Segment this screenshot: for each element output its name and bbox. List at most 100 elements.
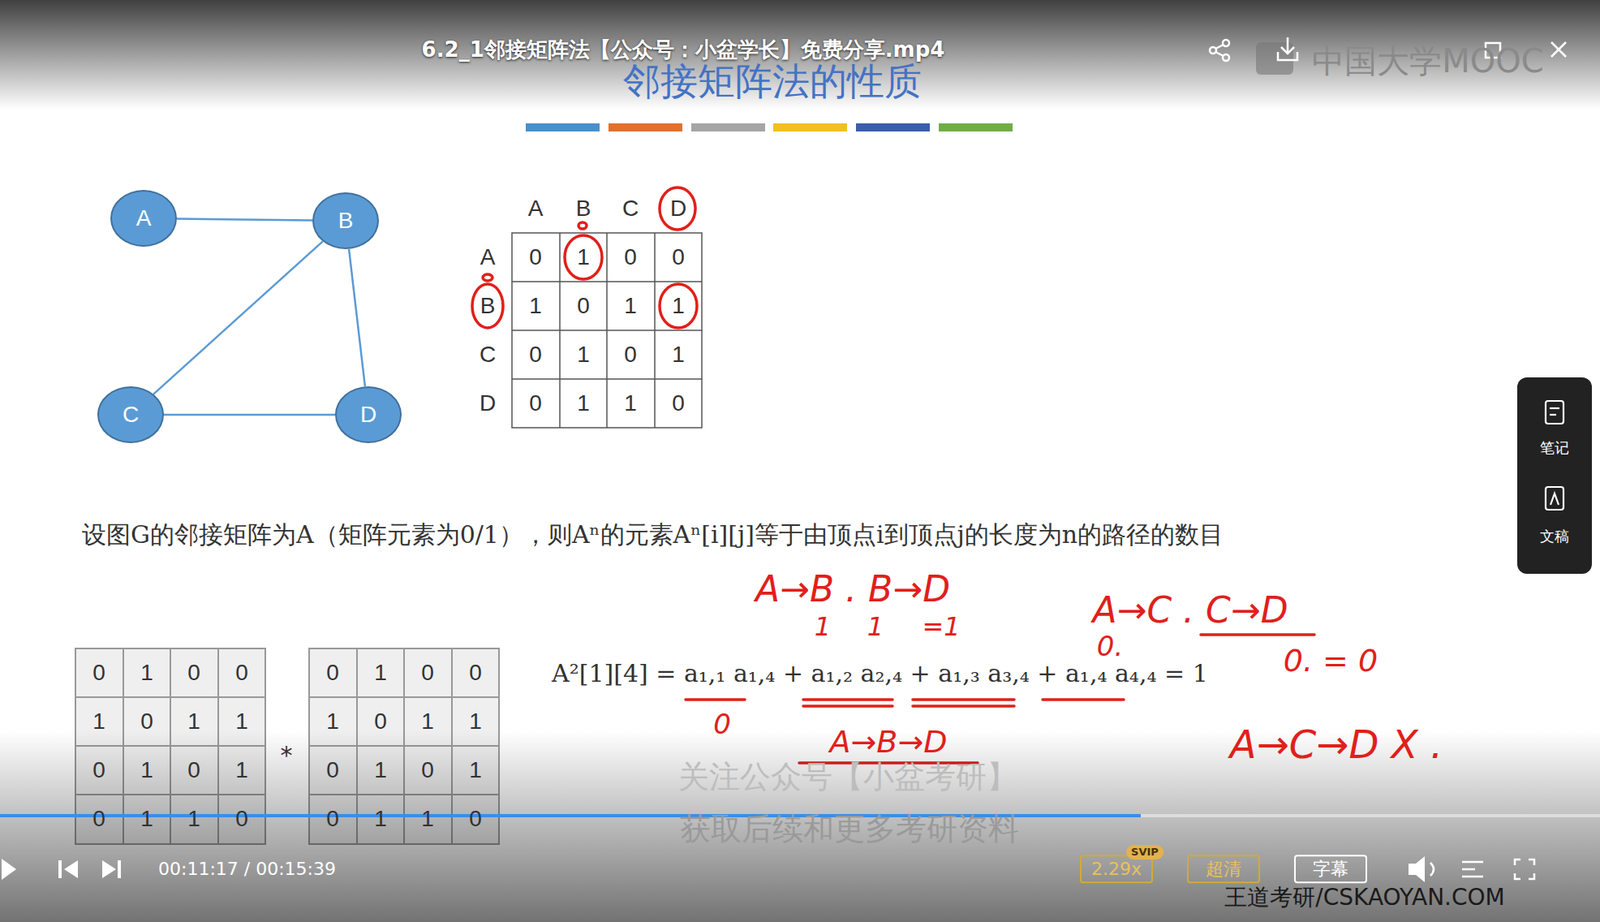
node-text: A	[136, 205, 152, 232]
share-icon	[1215, 44, 1224, 49]
matrix-cell: 1	[623, 390, 637, 417]
annotation-underline	[1200, 632, 1315, 637]
player-controls	[1430, 859, 1535, 879]
matrix-cell: 0	[92, 659, 106, 686]
grid-line	[511, 329, 702, 332]
annotation-mark	[578, 222, 587, 229]
matrix-cell: 1	[671, 292, 685, 319]
graph-vertex: A	[110, 189, 177, 247]
subtitle-button: 字幕	[1294, 854, 1368, 883]
matrix-cell: 1	[187, 708, 201, 735]
matrix-cell: 0	[671, 244, 685, 271]
download-icon	[1286, 37, 1290, 54]
node-text: 字幕	[1312, 858, 1349, 879]
matrix-cell: 0	[576, 292, 590, 319]
annotation-underline	[803, 704, 893, 708]
matrix-cell: 0	[235, 659, 249, 686]
progress-rest	[1140, 813, 1600, 818]
column-header: B	[576, 195, 592, 222]
title-bar	[773, 123, 848, 132]
handwritten-note: A→B→D	[829, 724, 947, 761]
fullscreen-icon	[1528, 859, 1535, 865]
annotation-underline	[912, 697, 1015, 702]
annotation-mark	[482, 274, 493, 281]
matrix-cell: 0	[671, 390, 685, 417]
matrix-cell: 0	[326, 659, 340, 686]
row-header: B	[480, 292, 496, 319]
graph-vertex: C	[97, 386, 164, 444]
node-text: 超清	[1205, 858, 1242, 879]
column-header: D	[670, 195, 687, 222]
fullscreen-icon	[1528, 873, 1535, 879]
column-header: C	[622, 195, 639, 222]
row-header: D	[479, 390, 496, 417]
annotation-circle	[659, 187, 696, 230]
share-icon	[1215, 51, 1224, 56]
matrix-cell: 0	[92, 805, 106, 832]
matrix-cell: 0	[529, 341, 542, 368]
matrix-cell: 0	[529, 390, 542, 417]
node-text: 笔记	[1539, 439, 1570, 457]
matrix-cell: 1	[140, 756, 154, 783]
handwritten-note: 1	[814, 611, 831, 642]
matrix-cell: 0	[92, 756, 106, 783]
matrix-cell: 0	[235, 805, 249, 832]
title-bar	[608, 123, 683, 132]
node-text: 文稿	[1539, 528, 1570, 546]
matrix-cell: 0	[421, 659, 435, 686]
watermark: 获取后续和更多考研资料	[679, 811, 1020, 848]
grid-line	[309, 696, 499, 698]
next-icon	[102, 860, 117, 878]
close-icon	[1551, 42, 1566, 57]
fullscreen-icon	[1514, 873, 1521, 879]
quality-button: 超清	[1187, 854, 1261, 883]
top-shade	[0, 0, 1600, 110]
annotation-circle	[659, 283, 697, 328]
graph-edge	[163, 413, 336, 417]
matrix-cell: 1	[671, 341, 685, 368]
fullscreen-icon	[1514, 859, 1521, 865]
side-panel	[1517, 377, 1592, 574]
annotation-underline	[803, 697, 893, 702]
grid-line	[511, 280, 702, 283]
player-controls	[1, 855, 1425, 882]
node-text: D	[360, 401, 377, 428]
download-icon	[1281, 47, 1295, 54]
matrix-cell: 1	[92, 708, 106, 735]
node-text: SVIP	[1131, 846, 1159, 859]
time-display: 00:11:17 / 00:15:39	[158, 858, 336, 879]
matrix-cell: 1	[529, 292, 542, 319]
handwritten-note: A→B . B→D	[755, 568, 951, 611]
annotation-underline	[685, 697, 745, 702]
matrix-cell: 0	[326, 805, 340, 832]
annotation-underline	[1042, 697, 1124, 702]
matrix-cell: 0	[326, 756, 340, 783]
watermark: 王道考研/CSKAOYAN.COM	[1224, 884, 1505, 911]
multiply-sign: *	[280, 741, 293, 770]
matrix-cell: 1	[374, 659, 388, 686]
download-icon	[1277, 51, 1298, 61]
side-panel: 笔记文稿	[1517, 377, 1592, 574]
matrix-cell: 1	[576, 244, 590, 271]
matrix-cell: 0	[374, 708, 388, 735]
watermark: 关注公众号【小盆考研】	[678, 759, 1018, 796]
handwritten-note: 0.	[1096, 630, 1123, 663]
list-icon	[1462, 868, 1476, 871]
matrix-cell: 1	[468, 708, 482, 735]
title-bar	[525, 123, 600, 132]
slide-title: 邻接矩阵法的性质	[623, 60, 922, 104]
column-header: A	[528, 195, 544, 222]
graph-vertex: D	[335, 386, 402, 444]
matrix-cell: 1	[468, 756, 482, 783]
node-text: C	[122, 401, 139, 428]
handwritten-note: A→C . C→D	[1092, 589, 1288, 632]
doc-icon	[1545, 486, 1564, 510]
volume-icon	[1430, 862, 1434, 876]
matrix-cell: 1	[140, 659, 154, 686]
matrix-cell: 1	[374, 756, 388, 783]
matrix-cell: 0	[187, 756, 201, 783]
matrix-cell: 1	[421, 708, 435, 735]
matrix-cell: 0	[623, 341, 637, 368]
node-text: B	[338, 207, 354, 234]
